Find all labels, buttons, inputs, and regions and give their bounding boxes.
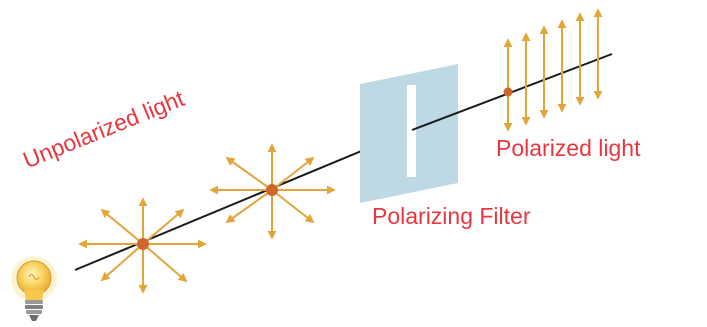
- vibration-arrow: [142, 243, 188, 283]
- unpolarized-wave-2: [209, 143, 336, 240]
- polarized-node: [503, 87, 513, 97]
- vibration-arrow: [271, 156, 315, 191]
- vibration-arrow: [225, 156, 273, 191]
- lightbulb-icon: [11, 256, 57, 321]
- vibration-arrow: [100, 243, 144, 282]
- vibration-arrow: [225, 189, 273, 224]
- wave-node-1: [137, 238, 149, 250]
- polarized-light-label: Polarized light: [496, 135, 641, 161]
- light-beam-behind-filter: [74, 129, 413, 271]
- vibration-arrow: [142, 208, 185, 245]
- polarizing-filter-label: Polarizing Filter: [372, 203, 531, 229]
- unpolarized-wave-1: [78, 197, 207, 294]
- vibration-arrow: [271, 189, 315, 224]
- polarized-wave-arrows: [503, 8, 603, 132]
- wave-node-2: [266, 184, 278, 196]
- vibration-arrow: [100, 208, 144, 245]
- filter-slit: [407, 85, 416, 177]
